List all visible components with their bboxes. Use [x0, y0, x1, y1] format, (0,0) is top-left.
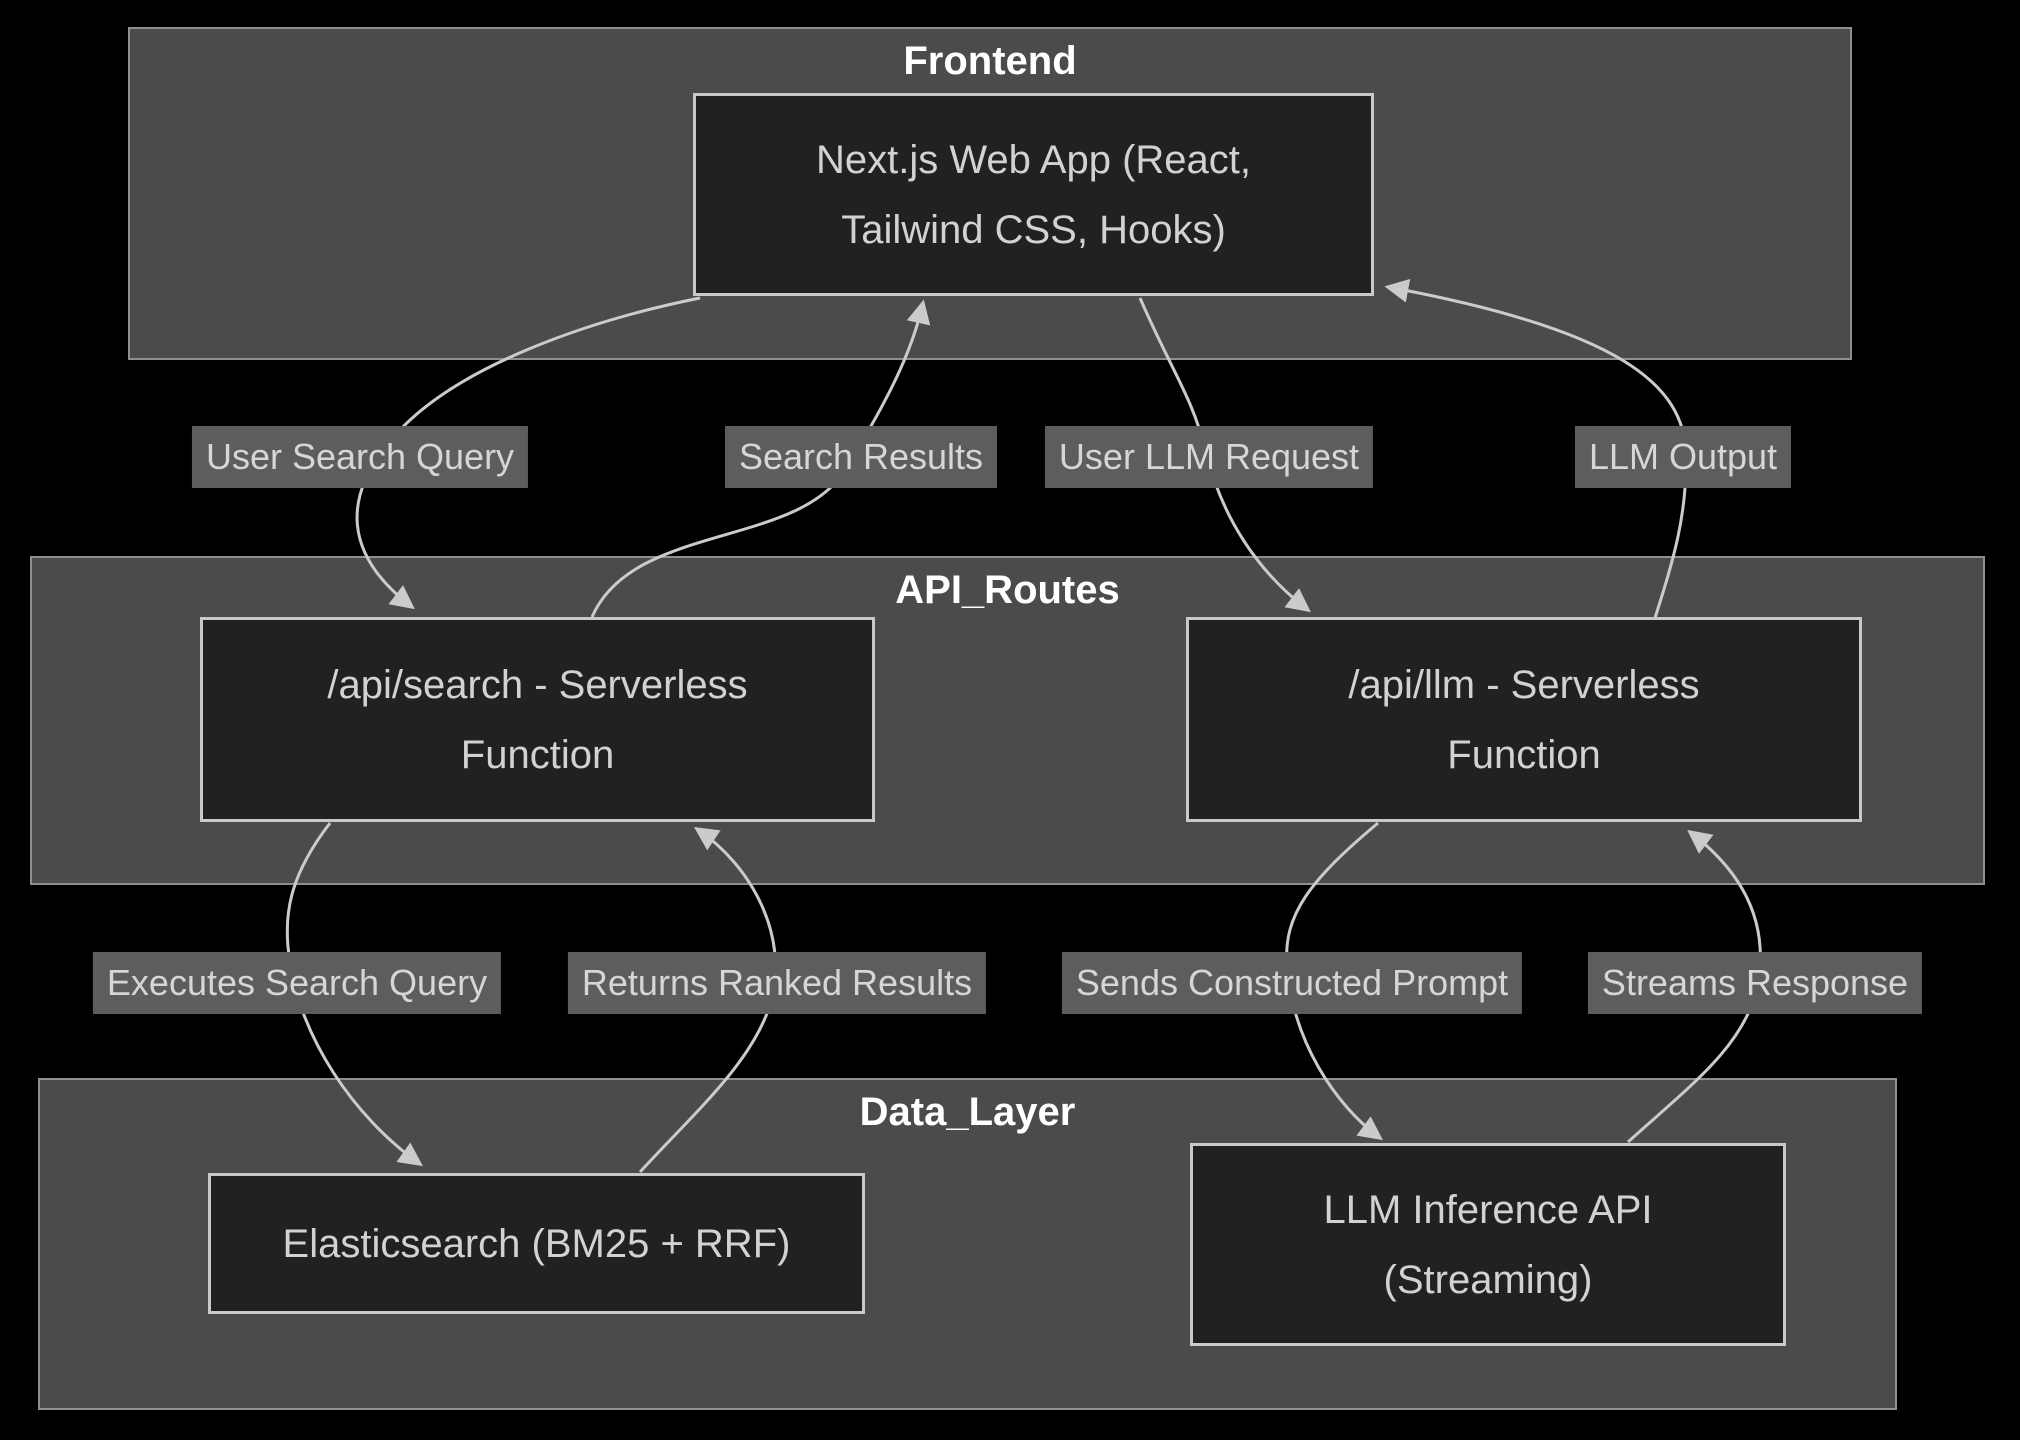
node-api-search-line2: Function [460, 732, 615, 777]
node-elasticsearch: Elasticsearch (BM25 + RRF) [208, 1173, 865, 1314]
edge-label-search-results: Search Results [724, 426, 998, 488]
edge-label-llm-output: LLM Output [1574, 426, 1792, 488]
edge-label-user-search-query: User Search Query [191, 426, 529, 488]
edge-label-streams-response: Streams Response [1587, 952, 1923, 1014]
edge-label-returns-ranked-results: Returns Ranked Results [567, 952, 987, 1014]
node-api-llm-line2: Function [1447, 732, 1601, 777]
node-api-llm-line1: /api/llm - Serverless [1348, 662, 1700, 707]
node-llm-inference-api: LLM Inference API (Streaming) [1190, 1143, 1786, 1346]
node-nextjs-web-app-line2: Tailwind CSS, Hooks) [841, 207, 1226, 252]
cluster-frontend-title: Frontend [903, 39, 1077, 83]
node-api-llm: /api/llm - Serverless Function [1186, 617, 1862, 822]
node-nextjs-web-app: Next.js Web App (React, Tailwind CSS, Ho… [693, 93, 1374, 296]
edge-label-user-llm-request: User LLM Request [1044, 426, 1374, 488]
node-api-search: /api/search - Serverless Function [200, 617, 875, 822]
node-api-search-line1: /api/search - Serverless [327, 662, 748, 707]
edge-label-executes-search-query: Executes Search Query [92, 952, 502, 1014]
node-nextjs-web-app-line1: Next.js Web App (React, [816, 137, 1251, 182]
cluster-data-layer-title: Data_Layer [859, 1090, 1076, 1134]
edge-label-sends-constructed-prompt: Sends Constructed Prompt [1061, 952, 1523, 1014]
cluster-api-routes-title: API_Routes [895, 568, 1120, 612]
node-llm-inference-api-line2: (Streaming) [1383, 1257, 1593, 1302]
node-llm-inference-api-line1: LLM Inference API [1323, 1187, 1653, 1232]
node-elasticsearch-line1: Elasticsearch (BM25 + RRF) [282, 1221, 791, 1266]
